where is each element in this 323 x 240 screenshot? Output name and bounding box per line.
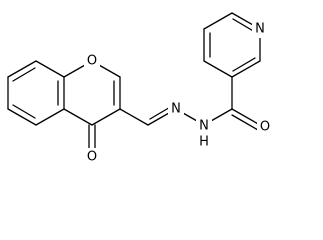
pyridine-nitrogen-label: N <box>255 22 265 37</box>
bond <box>12 104 36 119</box>
bond <box>231 114 259 131</box>
molecule-diagram: O O N N H O N <box>7 12 273 166</box>
bond <box>7 60 37 78</box>
structure-drawing: O O N N H O N <box>7 12 273 166</box>
bond <box>231 108 261 126</box>
bond <box>7 108 37 126</box>
atom-hydrazide-nitrogen: N H <box>196 117 212 150</box>
pyranone-ring <box>63 60 121 151</box>
bond <box>203 60 233 78</box>
atom-ring-oxygen: O <box>84 52 100 70</box>
atom-pyridine-nitrogen: N <box>252 20 268 38</box>
atom-azomethine-nitrogen: N <box>168 100 184 118</box>
bond <box>232 57 256 72</box>
atom-amide-oxygen: O <box>257 118 273 136</box>
bond <box>35 108 65 126</box>
carbonyl-oxygen-label: O <box>87 150 97 165</box>
hydrazide-nitrogen-label: N <box>199 119 209 134</box>
bond <box>231 60 261 78</box>
ring-oxygen-label: O <box>87 54 97 69</box>
bond <box>35 60 65 78</box>
benzene-ring <box>7 60 65 126</box>
bond <box>12 67 36 82</box>
nicotinoyl-group <box>203 12 261 131</box>
amide-oxygen-label: O <box>260 120 270 135</box>
hydrazide-hydrogen-label: H <box>199 135 209 150</box>
bond <box>119 108 149 126</box>
azomethine-nitrogen-label: N <box>171 102 181 117</box>
atom-carbonyl-oxygen: O <box>84 148 100 166</box>
bond <box>63 108 93 126</box>
bond <box>232 18 256 33</box>
bond <box>91 108 121 126</box>
bond <box>203 12 233 30</box>
